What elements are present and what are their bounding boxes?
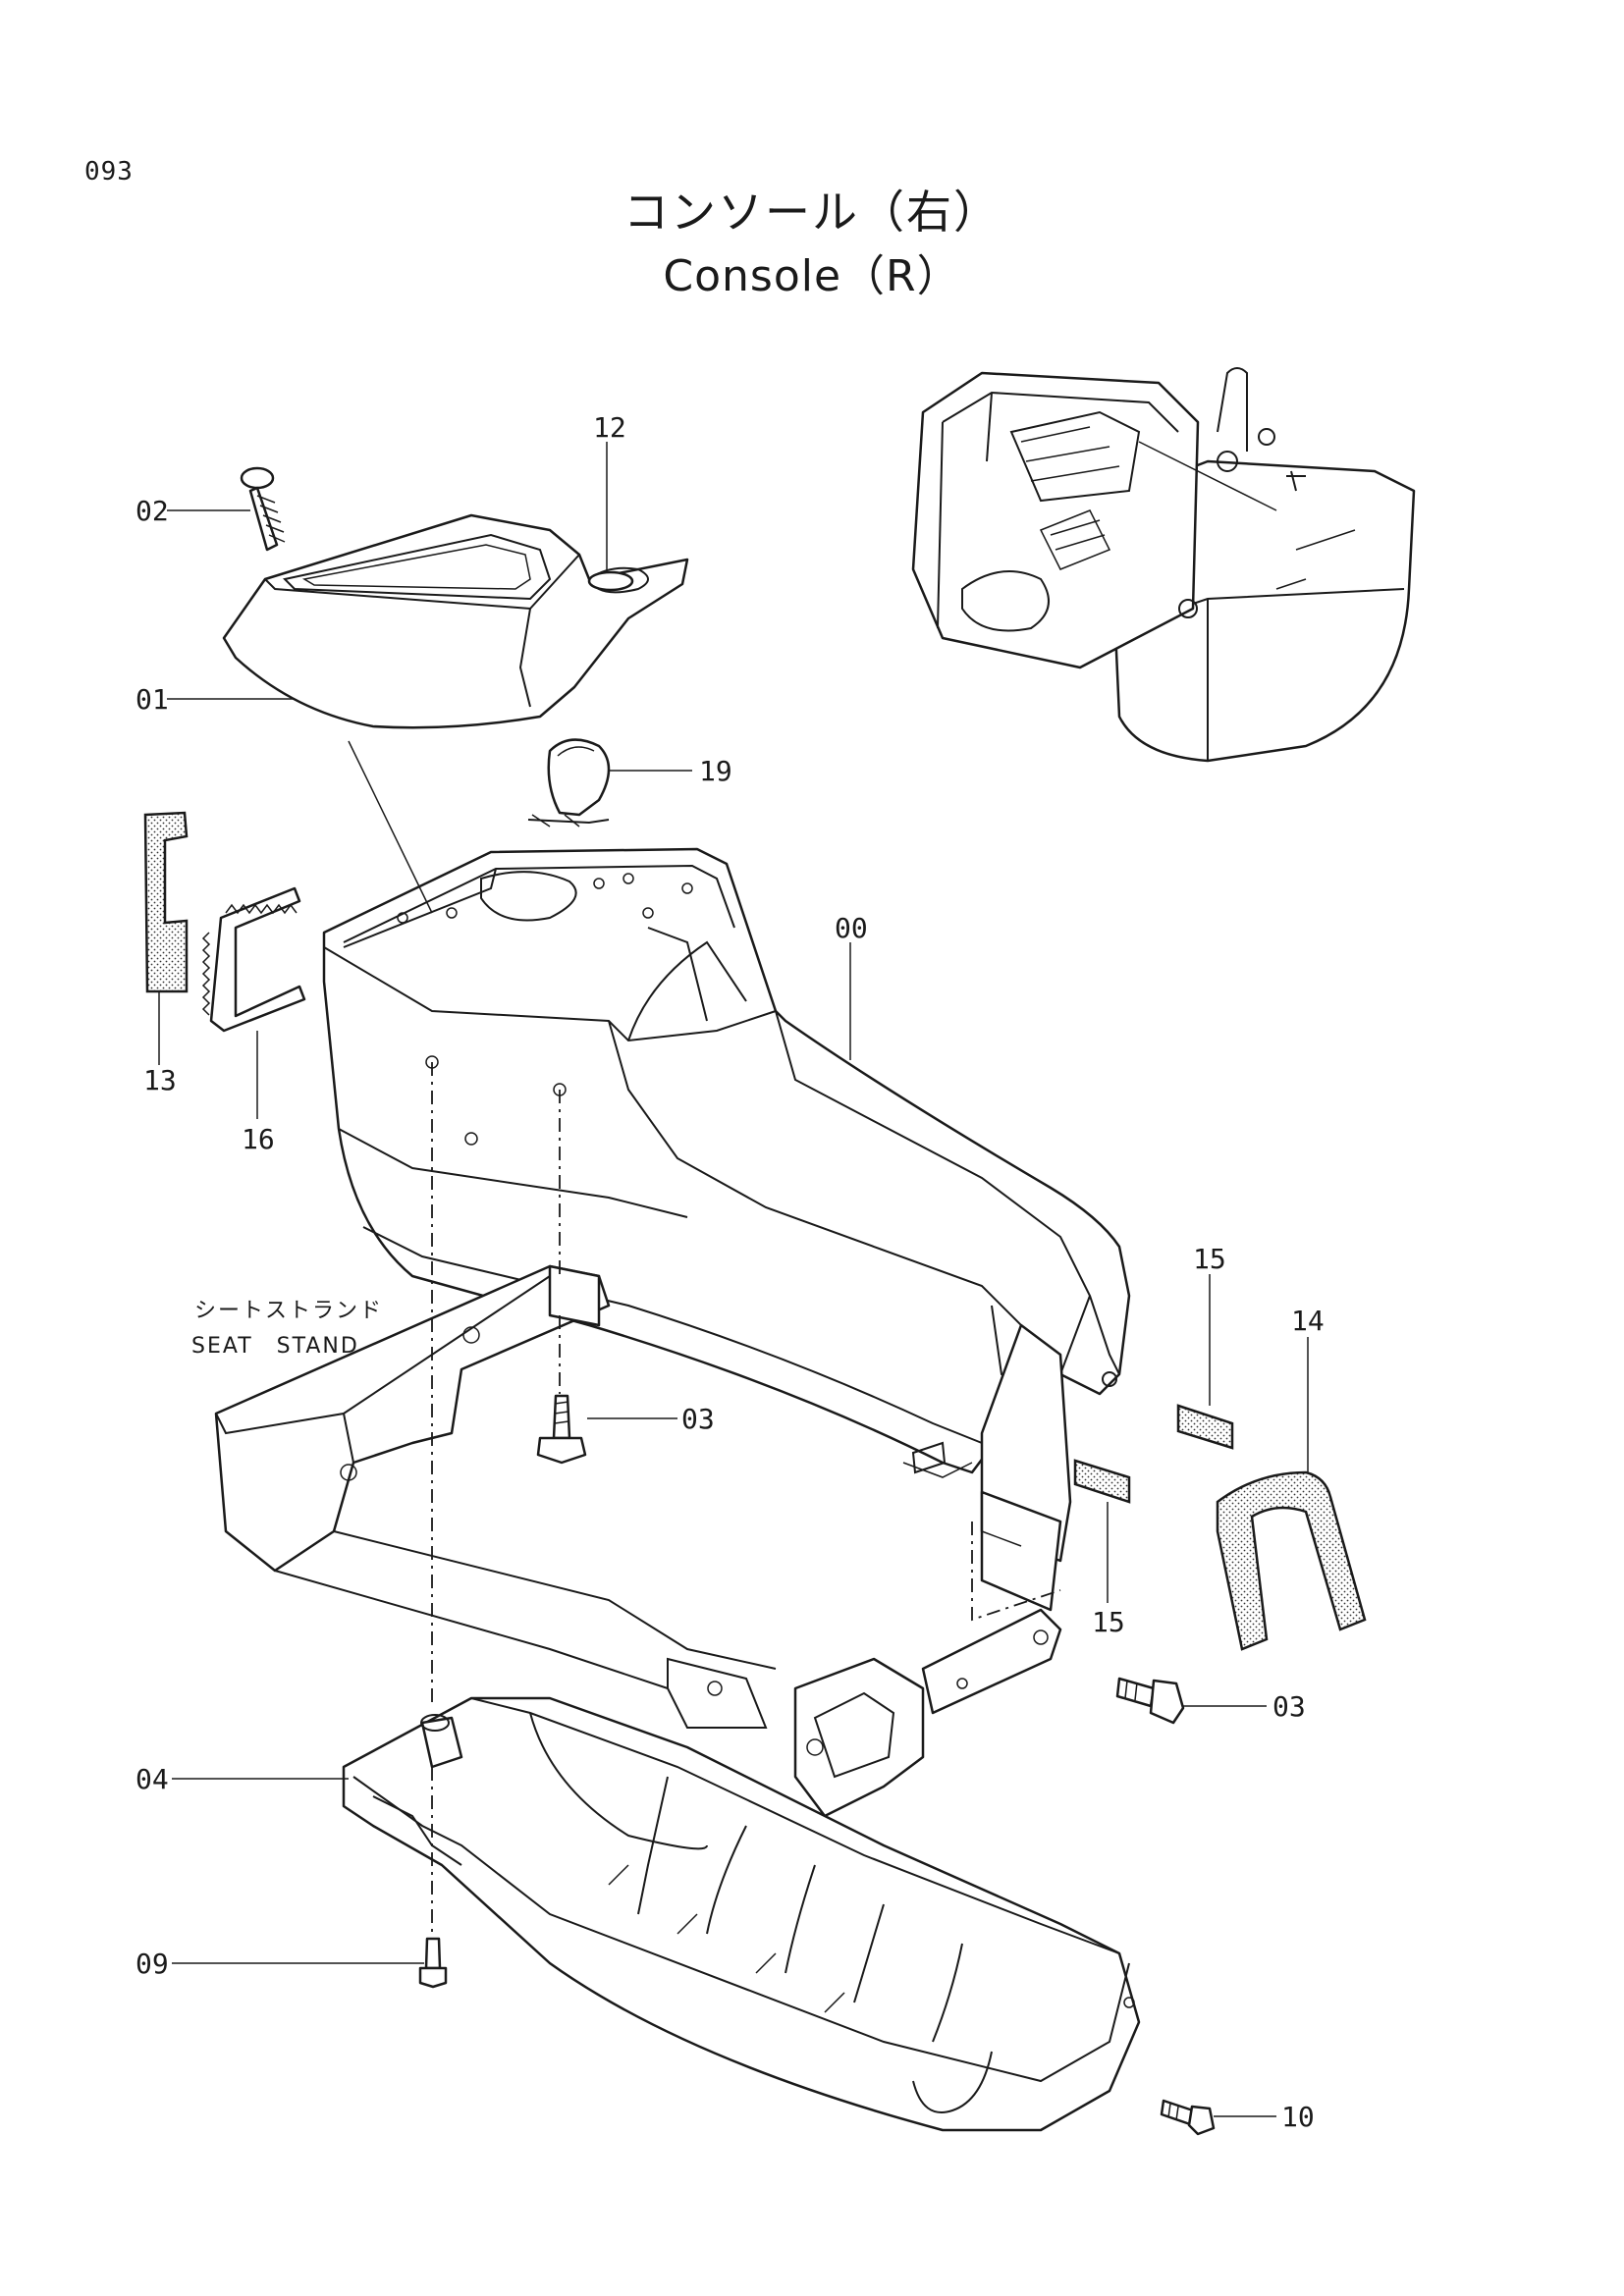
part-15-pad-upper: [1176, 1404, 1234, 1450]
part-03-bolt-lower: [1115, 1677, 1185, 1725]
part-12-cap: [587, 570, 634, 592]
callout-15-lower: 15: [1092, 1606, 1125, 1638]
seat-stand-label-english: SEAT STAND: [191, 1334, 359, 1359]
part-15-pad-lower: [1073, 1459, 1131, 1504]
assembly-lines: [348, 740, 1061, 1939]
part-19-clamp: [527, 738, 611, 828]
callout-19: 19: [699, 755, 732, 787]
leader-lines: [158, 442, 1309, 2117]
title-english: Console（R）: [663, 251, 961, 301]
callout-16: 16: [242, 1123, 275, 1155]
part-03-bolt-upper: [536, 1394, 587, 1465]
part-02-screw: [240, 466, 286, 552]
part-10-screw: [1160, 2099, 1216, 2136]
rear-bracket: [980, 1323, 1072, 1612]
part-13-foam-pad: [143, 811, 189, 993]
part-14-u-foam-pad: [1216, 1470, 1367, 1651]
callout-10: 10: [1281, 2101, 1315, 2133]
callout-01: 01: [135, 683, 169, 716]
part-09-screw: [418, 1937, 448, 1989]
callout-00: 00: [835, 912, 868, 944]
callout-14: 14: [1291, 1305, 1325, 1337]
callout-12: 12: [593, 411, 626, 444]
seat-stand-frame: [214, 1264, 1062, 1818]
title-japanese: コンソール（右）: [623, 186, 1001, 239]
callout-15-upper: 15: [1193, 1243, 1226, 1275]
seat-stand-label-japanese: シートストランド: [194, 1299, 383, 1323]
page-number: 093: [84, 157, 134, 187]
callout-13: 13: [143, 1064, 177, 1096]
callout-03-upper: 03: [681, 1403, 715, 1435]
callout-04: 04: [135, 1763, 169, 1795]
excavator-overview-illustration: [911, 367, 1416, 763]
part-04-lower-tray: [342, 1696, 1141, 2132]
callout-02: 02: [135, 495, 169, 527]
part-01-upper-cover: [222, 513, 689, 729]
callout-03-lower: 03: [1272, 1690, 1306, 1723]
callout-09: 09: [135, 1948, 169, 1980]
part-16-seal-strip: [201, 886, 306, 1033]
